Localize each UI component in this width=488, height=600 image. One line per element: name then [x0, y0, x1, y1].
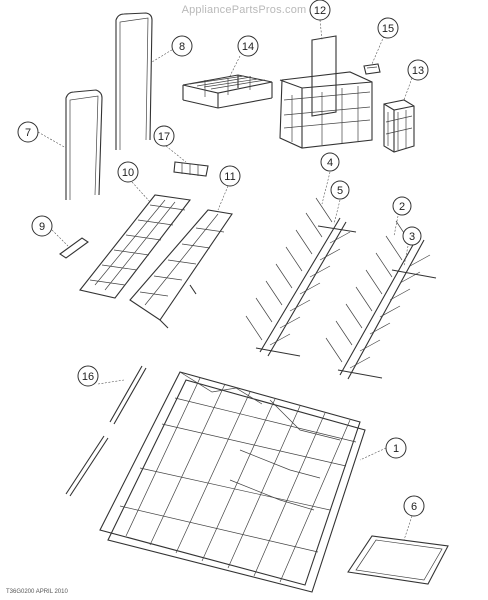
callout-16-label: 16 [82, 371, 94, 383]
part-7-rod [65, 89, 103, 200]
part-10-shelf [79, 194, 192, 299]
callout-9[interactable]: 9 [31, 215, 53, 237]
part-9-clip [59, 237, 89, 259]
callout-6[interactable]: 6 [403, 495, 425, 517]
callout-2[interactable]: 2 [392, 196, 412, 216]
drawing-code: T36G0200 APRIL 2010 [6, 589, 68, 595]
callout-12[interactable]: 12 [309, 0, 331, 21]
part-1-rack [99, 371, 366, 593]
callout-15[interactable]: 15 [377, 17, 399, 39]
callout-4-label: 4 [327, 157, 333, 169]
callout-6-label: 6 [411, 501, 417, 513]
callout-5-label: 5 [337, 185, 343, 197]
callout-8-label: 8 [179, 41, 185, 53]
callout-10[interactable]: 10 [117, 161, 139, 183]
callout-1[interactable]: 1 [385, 437, 407, 459]
callout-17[interactable]: 17 [153, 125, 175, 147]
part-15-clip [363, 63, 381, 75]
callout-14-label: 14 [242, 41, 254, 53]
callout-17-label: 17 [158, 131, 170, 143]
callout-5[interactable]: 5 [330, 180, 350, 200]
part-16-rails [65, 365, 147, 497]
callout-8[interactable]: 8 [171, 35, 193, 57]
part-4-tine-row [245, 197, 357, 357]
callout-10-label: 10 [122, 167, 134, 179]
part-6-tray [347, 535, 449, 585]
callout-3[interactable]: 3 [402, 226, 422, 246]
part-17-clips [173, 161, 209, 177]
callout-4[interactable]: 4 [320, 152, 340, 172]
part-13-small-basket [383, 99, 415, 153]
callout-13-label: 13 [412, 65, 424, 77]
part-11-shelf [129, 209, 233, 329]
part-2-tine-row [325, 220, 437, 380]
callout-15-label: 15 [382, 23, 394, 35]
callout-16[interactable]: 16 [77, 365, 99, 387]
leader-lines [37, 19, 413, 541]
callout-7[interactable]: 7 [17, 121, 39, 143]
part-14-shelf [182, 74, 273, 109]
callout-3-label: 3 [409, 231, 415, 243]
callout-14[interactable]: 14 [237, 35, 259, 57]
callout-7-label: 7 [25, 127, 31, 139]
callout-1-label: 1 [393, 443, 399, 455]
part-8-rod [115, 12, 153, 150]
callout-11[interactable]: 11 [219, 165, 241, 187]
watermark: AppliancePartsPros.com [181, 4, 307, 16]
callout-9-label: 9 [39, 221, 45, 233]
callout-11-label: 11 [224, 171, 235, 183]
callout-13[interactable]: 13 [407, 59, 429, 81]
part-12-basket [279, 35, 373, 149]
callout-12-label: 12 [314, 5, 326, 17]
callout-2-label: 2 [399, 201, 405, 213]
